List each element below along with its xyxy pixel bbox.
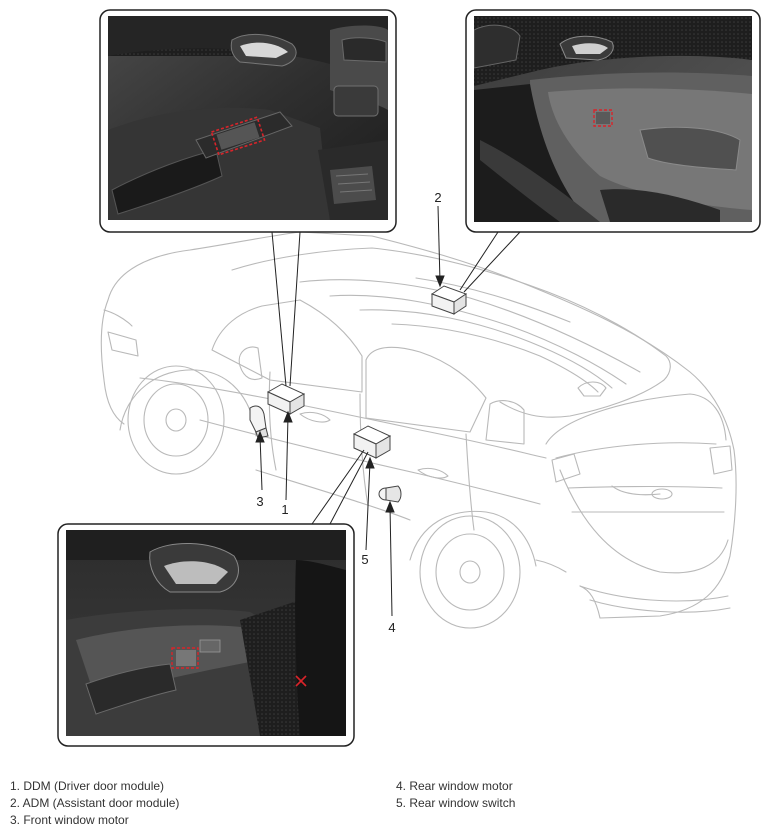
callout-5: 5	[361, 552, 368, 567]
legend-item: 3. Front window motor	[10, 813, 129, 827]
rear-window-motor-shape	[378, 485, 402, 503]
callout-4: 4	[388, 620, 395, 635]
ddm-module-block	[266, 383, 306, 415]
legend-left: 1. DDM (Driver door module) 2. ADM (Assi…	[10, 778, 179, 829]
callout-2: 2	[434, 190, 441, 205]
adm-module-block	[430, 285, 468, 315]
adm-photo-inset	[465, 9, 761, 233]
legend-right: 4. Rear window motor 5. Rear window swit…	[396, 778, 515, 812]
front-window-motor-shape	[249, 405, 269, 439]
callout-1: 1	[281, 502, 288, 517]
ddm-photo-inset	[99, 9, 397, 233]
rear-window-switch-block	[352, 425, 392, 459]
legend-item: 5. Rear window switch	[396, 796, 516, 810]
vehicle-outline	[100, 231, 737, 629]
leader-lines	[255, 205, 521, 617]
legend-item: 2. ADM (Assistant door module)	[10, 796, 180, 810]
callout-3: 3	[256, 494, 263, 509]
rear-switch-photo-inset	[57, 523, 355, 747]
legend-item: 4. Rear window motor	[396, 779, 513, 793]
legend-item: 1. DDM (Driver door module)	[10, 779, 165, 793]
